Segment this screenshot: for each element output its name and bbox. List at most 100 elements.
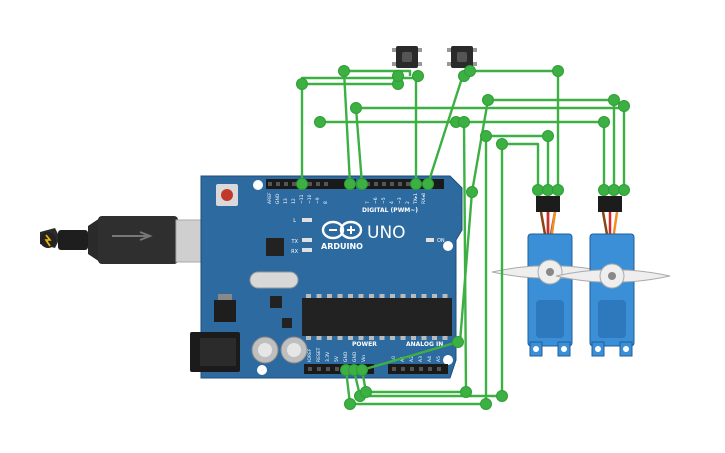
wire-node[interactable]: [552, 65, 564, 77]
header-pin[interactable]: [428, 367, 432, 371]
header-pin[interactable]: [390, 182, 394, 186]
power-pin-label: GND: [343, 351, 349, 362]
wire-node[interactable]: [598, 184, 610, 196]
mount-hole: [443, 355, 453, 365]
push-button-2[interactable]: [447, 46, 477, 68]
wire-node[interactable]: [496, 390, 508, 402]
wire-node[interactable]: [496, 138, 508, 150]
push-button-1[interactable]: [392, 46, 422, 68]
analog-pin-label: A2: [409, 356, 415, 362]
top-pin-label: ~11: [299, 194, 305, 204]
wire-node[interactable]: [360, 386, 372, 398]
wire-pin8[interactable]: [354, 106, 622, 185]
header-pin[interactable]: [335, 367, 339, 371]
atmega-chip: [302, 294, 452, 340]
wire-node[interactable]: [542, 184, 554, 196]
led-l-label: L: [293, 218, 296, 224]
led-l: [302, 218, 312, 222]
wire-node[interactable]: [482, 94, 494, 106]
wire-node[interactable]: [344, 398, 356, 410]
led-tx: [302, 238, 312, 242]
barrel-jack: [190, 332, 240, 372]
wire-nodes: [296, 65, 630, 410]
wire-node[interactable]: [542, 130, 554, 142]
wire-node[interactable]: [618, 184, 630, 196]
wire-node[interactable]: [608, 184, 620, 196]
wire-node[interactable]: [532, 184, 544, 196]
led-rx-label: RX: [291, 249, 298, 255]
wire-node[interactable]: [356, 178, 368, 190]
wire-node[interactable]: [598, 116, 610, 128]
wire-pin9[interactable]: [342, 69, 412, 185]
board-brand: ARDUINO: [321, 242, 363, 251]
header-pin[interactable]: [308, 367, 312, 371]
top-pin-label: ~10: [307, 194, 313, 204]
servo-motor-2[interactable]: [555, 196, 671, 357]
header-pin[interactable]: [419, 367, 423, 371]
wire-node[interactable]: [608, 94, 620, 106]
header-pin[interactable]: [382, 182, 386, 186]
wire-node[interactable]: [618, 100, 630, 112]
top-pin-label: GND: [275, 193, 281, 204]
capacitor: [251, 336, 279, 364]
top-pin-label: TX▸1: [413, 193, 419, 205]
wire-node[interactable]: [480, 130, 492, 142]
wire-node[interactable]: [410, 178, 422, 190]
mount-hole: [443, 241, 453, 251]
power-pin-label: Vin: [361, 355, 367, 362]
wire-node[interactable]: [466, 186, 478, 198]
wire-node[interactable]: [338, 65, 350, 77]
servo-motor-1[interactable]: [491, 196, 609, 357]
header-pin[interactable]: [268, 182, 272, 186]
power-pin-label: 5V: [334, 355, 340, 362]
wire-bottom-a0[interactable]: [361, 340, 459, 372]
header-pin[interactable]: [324, 182, 328, 186]
top-pin-label: ~6: [373, 197, 379, 204]
wire-down-466[interactable]: [462, 121, 468, 393]
top-pin-label: 12: [291, 198, 297, 204]
power-pin-label: RESET: [316, 347, 322, 362]
wire-node[interactable]: [392, 70, 404, 82]
wire-node[interactable]: [460, 386, 472, 398]
wire-node[interactable]: [552, 184, 564, 196]
wire-node[interactable]: [458, 116, 470, 128]
header-pin[interactable]: [398, 182, 402, 186]
wire-node[interactable]: [356, 364, 368, 376]
wire-node[interactable]: [464, 65, 476, 77]
header-pin[interactable]: [406, 182, 410, 186]
wire-pin3[interactable]: [414, 74, 420, 184]
wire-node[interactable]: [350, 102, 362, 114]
header-pin[interactable]: [374, 182, 378, 186]
header-pin[interactable]: [308, 182, 312, 186]
header-pin[interactable]: [276, 182, 280, 186]
wire-node[interactable]: [422, 178, 434, 190]
wire-node[interactable]: [412, 70, 424, 82]
power-pin-label: GND: [352, 351, 358, 362]
led-rx: [302, 248, 312, 252]
header-pin[interactable]: [326, 367, 330, 371]
crystal-oscillator: [249, 271, 299, 289]
header-pin[interactable]: [316, 182, 320, 186]
top-pin-label: 4: [389, 201, 395, 204]
wire-node[interactable]: [480, 398, 492, 410]
header-pin[interactable]: [392, 367, 396, 371]
wire-row144[interactable]: [502, 142, 540, 190]
header-pin[interactable]: [317, 367, 321, 371]
top-header-right: [364, 179, 444, 189]
wire-node[interactable]: [296, 178, 308, 190]
wire-node[interactable]: [314, 116, 326, 128]
top-pin-label: 13: [283, 198, 289, 204]
wire-node[interactable]: [344, 178, 356, 190]
analog-label: ANALOG IN: [406, 341, 443, 348]
on-led: [426, 238, 434, 242]
wire-node[interactable]: [452, 336, 464, 348]
header-pin[interactable]: [437, 367, 441, 371]
wire-node[interactable]: [296, 78, 308, 90]
header-pin[interactable]: [401, 367, 405, 371]
board-model: UNO: [367, 223, 406, 243]
header-pin[interactable]: [284, 182, 288, 186]
header-pin[interactable]: [292, 182, 296, 186]
header-pin[interactable]: [410, 367, 414, 371]
